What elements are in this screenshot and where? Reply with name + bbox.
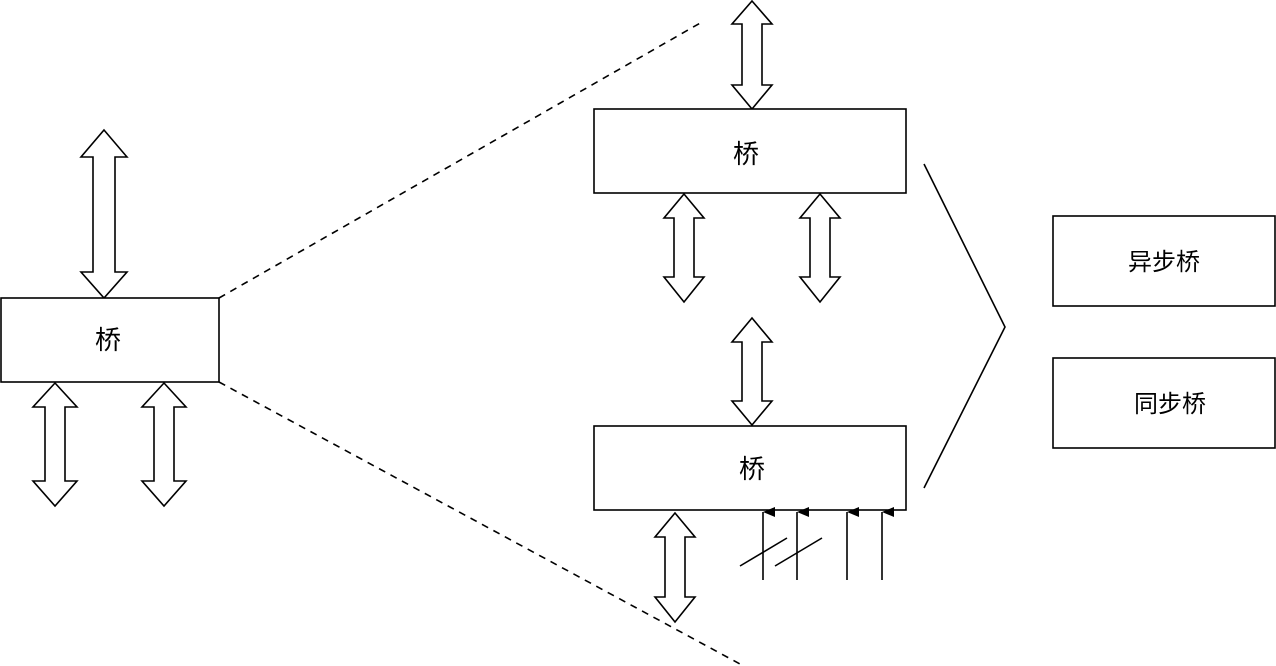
bus-slash-1 <box>739 537 788 567</box>
left-bridge-box <box>0 297 220 383</box>
classification-bracket <box>923 163 1006 489</box>
lower-bridge-label: 桥 <box>739 455 765 485</box>
upper-bridge-box <box>593 108 907 194</box>
sync-bridge-box <box>1052 357 1276 449</box>
upper-bridge-top-arrow <box>730 0 774 111</box>
sync-bridge-label: 同步桥 <box>1134 390 1206 418</box>
lower-bridge-box <box>593 425 907 511</box>
left-bridge-bottom-arrow-1 <box>31 381 79 508</box>
left-bridge-bottom-arrow-2 <box>140 381 188 508</box>
upper-bridge-bottom-arrow-2 <box>798 192 842 304</box>
upper-bridge-label: 桥 <box>733 140 759 170</box>
lower-bridge-bottom-arrow <box>653 511 697 624</box>
left-bridge-label: 桥 <box>95 326 121 356</box>
bus-slash-2 <box>774 537 823 567</box>
async-bridge-label: 异步桥 <box>1128 248 1200 276</box>
upper-bridge-bottom-arrow-1 <box>662 192 706 304</box>
expansion-line-bottom <box>218 381 741 665</box>
async-bridge-box <box>1052 215 1276 307</box>
left-bridge-top-arrow <box>79 128 129 300</box>
lower-bridge-top-arrow <box>730 316 774 427</box>
expansion-line-top <box>218 21 703 299</box>
